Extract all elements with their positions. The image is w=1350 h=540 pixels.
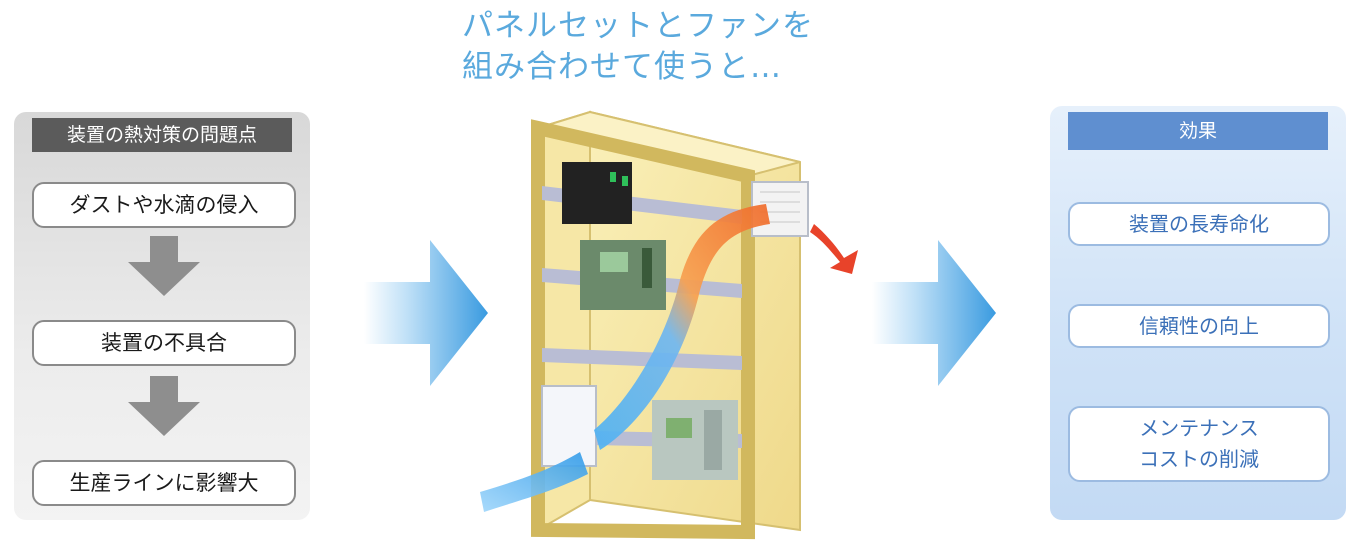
problem-item-dust: ダストや水滴の侵入 [32, 182, 296, 228]
controller-device-2 [580, 240, 666, 310]
hot-air-flow [810, 224, 858, 274]
controller-device-1 [562, 162, 632, 224]
effect-maintenance-line-1: メンテナンス [1139, 416, 1259, 440]
problem-item-impact: 生産ラインに影響大 [32, 460, 296, 506]
right-arrow-icon [364, 240, 488, 386]
effect-maintenance-line-2: コストの削減 [1139, 447, 1259, 471]
caption: パネルセットとファンを 組み合わせて使うと… [462, 6, 882, 88]
problems-panel: 装置の熱対策の問題点 ダストや水滴の侵入 装置の不具合 生産ラインに影響大 [14, 112, 310, 520]
down-arrow-icon [128, 236, 200, 296]
effect-item-longevity: 装置の長寿命化 [1068, 202, 1330, 246]
internal-airflow [594, 204, 770, 450]
cabinet-illustration [480, 110, 858, 540]
caption-line-1: パネルセットとファンを [462, 8, 814, 44]
cabinet-frame [531, 119, 755, 540]
caption-line-2: 組み合わせて使うと… [462, 49, 782, 85]
effect-item-reliability: 信頼性の向上 [1068, 304, 1330, 348]
controller-device-3 [652, 400, 738, 480]
down-arrow-icon [128, 376, 200, 436]
cool-air-flow [480, 452, 588, 512]
problems-header: 装置の熱対策の問題点 [32, 118, 292, 152]
effects-panel: 効果 装置の長寿命化 信頼性の向上 メンテナンス コストの削減 [1050, 106, 1346, 520]
right-arrow-icon [872, 240, 996, 386]
effects-header: 効果 [1068, 112, 1328, 150]
problem-item-failure: 装置の不具合 [32, 320, 296, 366]
effect-item-maintenance: メンテナンス コストの削減 [1068, 406, 1330, 482]
intake-fan [541, 385, 597, 467]
